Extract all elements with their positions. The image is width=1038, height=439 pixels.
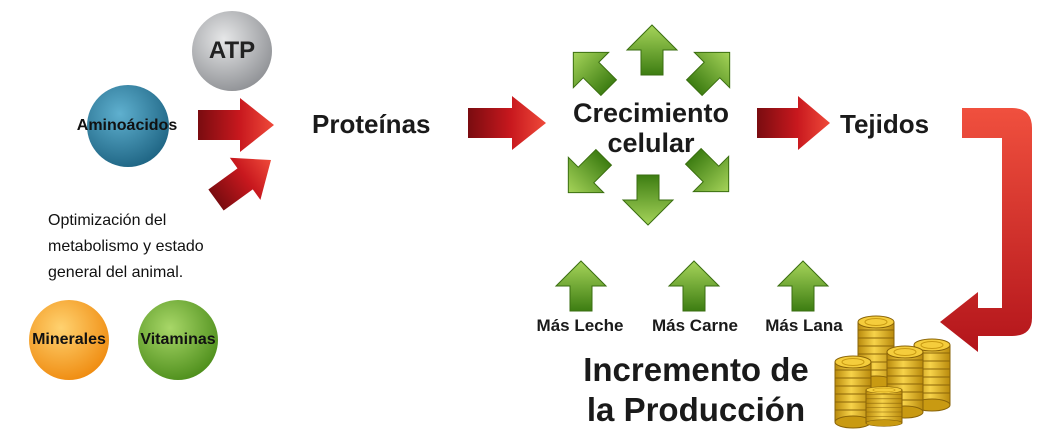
coins-icon: [834, 315, 951, 429]
note-line-2: metabolismo y estado: [48, 238, 204, 255]
crecimiento-celular-label: Crecimiento celular: [573, 98, 729, 158]
arrow-crecimiento-to-tejidos: [757, 96, 830, 150]
mas-lana-label: Más Lana: [765, 316, 843, 335]
green-arrow-upright-icon: [676, 34, 748, 106]
arrow-tejidos-to-produccion: [940, 108, 1032, 352]
minerales-label: Minerales: [32, 331, 106, 348]
leche-up-arrow-icon: [555, 260, 607, 312]
incremento-line-2: la Producción: [586, 391, 806, 428]
note-line-3: general del animal.: [48, 264, 184, 281]
arrow-optimizacion-to-proteinas: [208, 157, 272, 211]
atp-circle: [192, 11, 272, 91]
lana-up-arrow-icon: [777, 260, 829, 312]
vitaminas-circle: [138, 300, 218, 380]
green-arrow-up-icon: [626, 24, 678, 76]
arrow-proteinas-to-crecimiento: [468, 96, 546, 150]
incremento-produccion-label: Incremento de la Producción: [583, 350, 809, 430]
aminoacidos-label: Aminoácidos: [76, 117, 178, 134]
proteinas-label: Proteínas: [312, 109, 431, 139]
mas-leche-label: Más Leche: [536, 316, 624, 335]
vitaminas-label: Vitaminas: [140, 331, 216, 348]
arrow-aminoacidos-to-proteinas: [198, 98, 274, 152]
incremento-line-1: Incremento de: [583, 351, 809, 388]
green-arrow-upleft-icon: [555, 34, 627, 106]
minerales-circle: [29, 300, 109, 380]
optimization-note: Optimización del metabolismo y estado ge…: [48, 208, 204, 286]
carne-up-arrow-icon: [668, 260, 720, 312]
green-arrow-down-icon: [622, 174, 674, 226]
crecimiento-line-1: Crecimiento: [572, 98, 730, 128]
note-line-1: Optimización del: [48, 212, 167, 229]
mas-carne-label: Más Carne: [652, 316, 738, 335]
tejidos-label: Tejidos: [840, 109, 930, 139]
crecimiento-line-2: celular: [607, 128, 695, 158]
atp-label: ATP: [208, 37, 256, 64]
aminoacidos-circle: [87, 85, 169, 167]
